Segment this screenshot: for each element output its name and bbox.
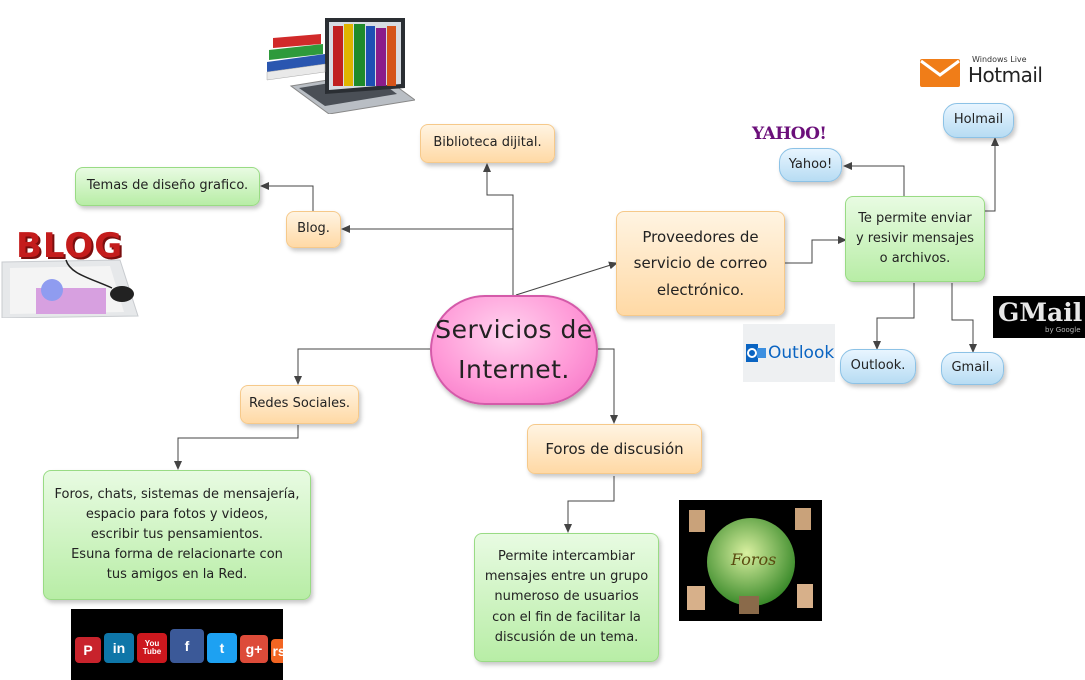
node-outlook: Outlook.	[840, 349, 916, 384]
node-temas-diseno-grafico: Temas de diseño grafico.	[75, 167, 260, 206]
connector-center-proveedores	[515, 261, 618, 296]
blog-image: BLOG	[0, 226, 140, 318]
connector-foros-desc	[564, 476, 615, 533]
hotmail-logo: Windows Live Hotmail	[918, 53, 1043, 91]
node-proveedores-correo: Proveedores de servicio de correo electr…	[616, 211, 785, 316]
connector-center-biblioteca	[483, 163, 514, 296]
facebook-icon: f	[170, 629, 204, 663]
connector-permite-yahoo	[843, 162, 905, 196]
node-redes-sociales: Redes Sociales.	[240, 385, 359, 424]
node-redes-descripcion: Foros, chats, sistemas de mensajería, es…	[43, 470, 311, 600]
node-central-servicios-internet: Servicios de Internet.	[430, 295, 598, 405]
connector-blog-temas	[260, 182, 314, 211]
outlook-logo-text: Outlook	[768, 343, 835, 363]
linkedin-icon: in	[104, 633, 134, 663]
connector-proveedores-permite	[785, 236, 847, 264]
node-permite-enviar: Te permite enviar y resivir mensajes o a…	[845, 196, 985, 282]
rss-icon: rss	[271, 639, 283, 663]
outlook-logo: Outlook	[743, 324, 835, 382]
connector-center-foros	[598, 348, 618, 424]
yahoo-logo: YAHOO!	[752, 124, 827, 144]
gmail-logo-text: GMail	[998, 298, 1083, 327]
connector-permite-gmail	[951, 283, 977, 353]
foros-image: Foros	[679, 500, 822, 621]
node-foros-discusion: Foros de discusión	[527, 424, 702, 474]
google-plus-icon: g+	[240, 635, 268, 663]
books-laptop-image	[265, 14, 415, 114]
node-biblioteca-digital: Biblioteca dijital.	[420, 124, 555, 163]
node-hotmail: Holmail	[943, 103, 1014, 138]
connector-center-redes	[294, 348, 430, 385]
twitter-icon: t	[207, 633, 237, 663]
foros-image-text: Foros	[731, 550, 777, 569]
pinterest-icon: P	[75, 637, 101, 663]
hotmail-logo-subtitle: Windows Live	[972, 55, 1027, 64]
node-gmail: Gmail.	[941, 352, 1004, 385]
node-blog: Blog.	[286, 211, 341, 248]
connector-redes-desc	[174, 425, 299, 470]
node-yahoo: Yahoo!	[779, 148, 842, 182]
hotmail-logo-text: Hotmail	[968, 63, 1043, 87]
gmail-logo: GMail by Google	[993, 296, 1085, 338]
node-foros-descripcion: Permite intercambiar mensajes entre un g…	[474, 533, 659, 662]
connector-permite-outlook	[873, 283, 915, 350]
gmail-logo-byline: by Google	[1045, 326, 1081, 334]
blog-logo-text: BLOG	[16, 226, 124, 266]
youtube-icon: You Tube	[137, 633, 167, 663]
